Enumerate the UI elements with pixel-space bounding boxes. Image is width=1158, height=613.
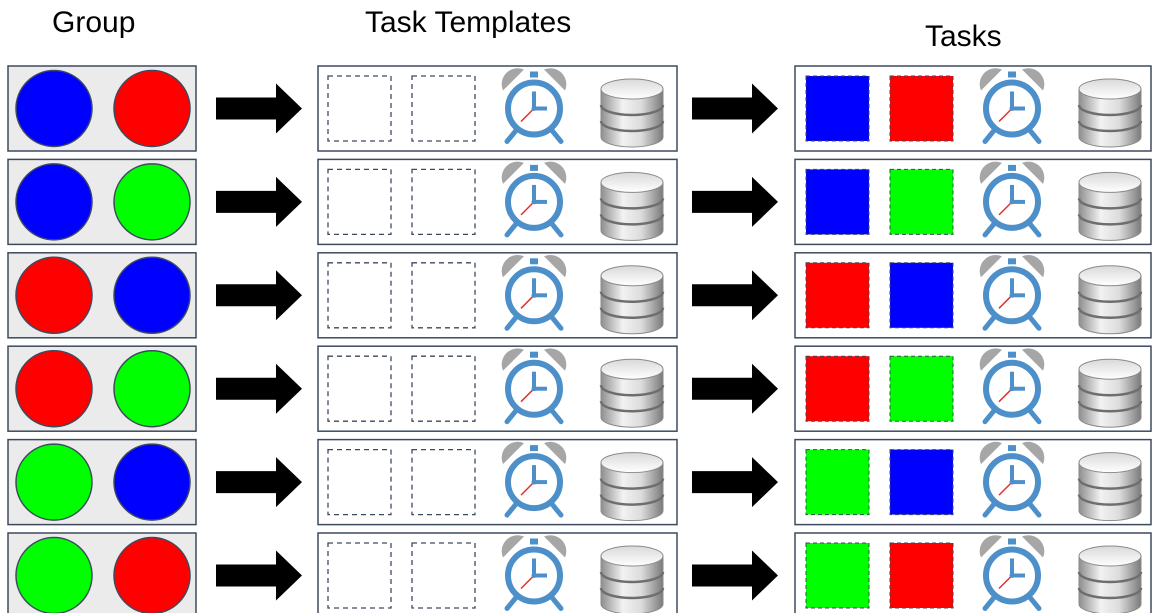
group-member-circle — [15, 69, 93, 148]
group-member-circle — [113, 443, 191, 521]
tasks-heading: Tasks — [925, 20, 1002, 53]
filled-slot — [889, 542, 954, 609]
empty-slot — [327, 262, 392, 329]
database-icon — [1077, 265, 1143, 335]
database-icon — [599, 78, 665, 148]
empty-slot — [411, 168, 476, 236]
group-member-circle — [113, 536, 191, 613]
right-arrow-icon — [216, 550, 302, 601]
group-member-circle — [113, 256, 191, 335]
alarm-clock-icon — [501, 535, 567, 611]
right-arrow-icon — [216, 83, 302, 134]
alarm-clock-icon — [979, 68, 1045, 144]
diagram-row — [7, 252, 1152, 339]
alarm-clock-icon — [501, 348, 567, 425]
right-arrow-icon — [216, 176, 302, 227]
group-member-circle — [15, 536, 93, 613]
group-member-circle — [113, 349, 191, 428]
diagram-row — [7, 532, 1152, 613]
database-icon — [1077, 78, 1143, 148]
filled-slot — [805, 542, 870, 609]
group-member-circle — [113, 69, 191, 148]
right-arrow-icon — [216, 457, 302, 508]
group-member-circle — [15, 349, 93, 428]
alarm-clock-icon — [979, 535, 1045, 611]
filled-slot — [889, 449, 954, 516]
alarm-clock-icon — [501, 161, 567, 238]
diagram-row — [7, 158, 1152, 246]
empty-slot — [411, 262, 476, 329]
empty-slot — [327, 542, 392, 609]
database-icon — [1077, 452, 1143, 522]
empty-slot — [327, 168, 392, 236]
group-member-circle — [15, 256, 93, 335]
database-icon — [1077, 358, 1143, 428]
empty-slot — [411, 75, 476, 142]
empty-slot — [411, 448, 476, 516]
empty-slot — [411, 355, 476, 422]
group-member-circle — [15, 163, 93, 241]
database-icon — [599, 171, 665, 241]
database-icon — [1077, 171, 1143, 241]
right-arrow-icon — [692, 457, 778, 508]
empty-slot — [411, 542, 476, 609]
alarm-clock-icon — [501, 441, 567, 518]
empty-slot — [327, 75, 392, 142]
filled-slot — [805, 262, 870, 329]
database-icon — [599, 358, 665, 428]
database-icon — [1077, 545, 1143, 613]
task-templates-heading: Task Templates — [365, 6, 572, 39]
filled-slot — [889, 168, 954, 235]
database-icon — [599, 452, 665, 522]
filled-slot — [889, 262, 954, 329]
right-arrow-icon — [692, 363, 778, 414]
filled-slot — [805, 168, 870, 235]
right-arrow-icon — [692, 550, 778, 601]
diagram-row — [7, 438, 1152, 526]
alarm-clock-icon — [979, 348, 1045, 425]
right-arrow-icon — [692, 83, 778, 134]
group-member-circle — [113, 163, 191, 241]
filled-slot — [889, 75, 954, 142]
database-icon — [599, 545, 665, 613]
filled-slot — [805, 449, 870, 516]
group-heading: Group — [52, 6, 136, 39]
right-arrow-icon — [216, 363, 302, 414]
diagram-row — [7, 65, 1152, 152]
group-member-circle — [15, 443, 93, 521]
empty-slot — [327, 448, 392, 516]
alarm-clock-icon — [979, 255, 1045, 331]
alarm-clock-icon — [501, 68, 567, 144]
filled-slot — [805, 75, 870, 142]
diagram-row — [7, 345, 1152, 432]
right-arrow-icon — [216, 270, 302, 321]
right-arrow-icon — [692, 270, 778, 321]
empty-slot — [327, 355, 392, 422]
filled-slot — [889, 355, 954, 422]
alarm-clock-icon — [979, 441, 1045, 518]
database-icon — [599, 265, 665, 335]
alarm-clock-icon — [979, 161, 1045, 238]
alarm-clock-icon — [501, 255, 567, 331]
right-arrow-icon — [692, 176, 778, 227]
filled-slot — [805, 355, 870, 422]
